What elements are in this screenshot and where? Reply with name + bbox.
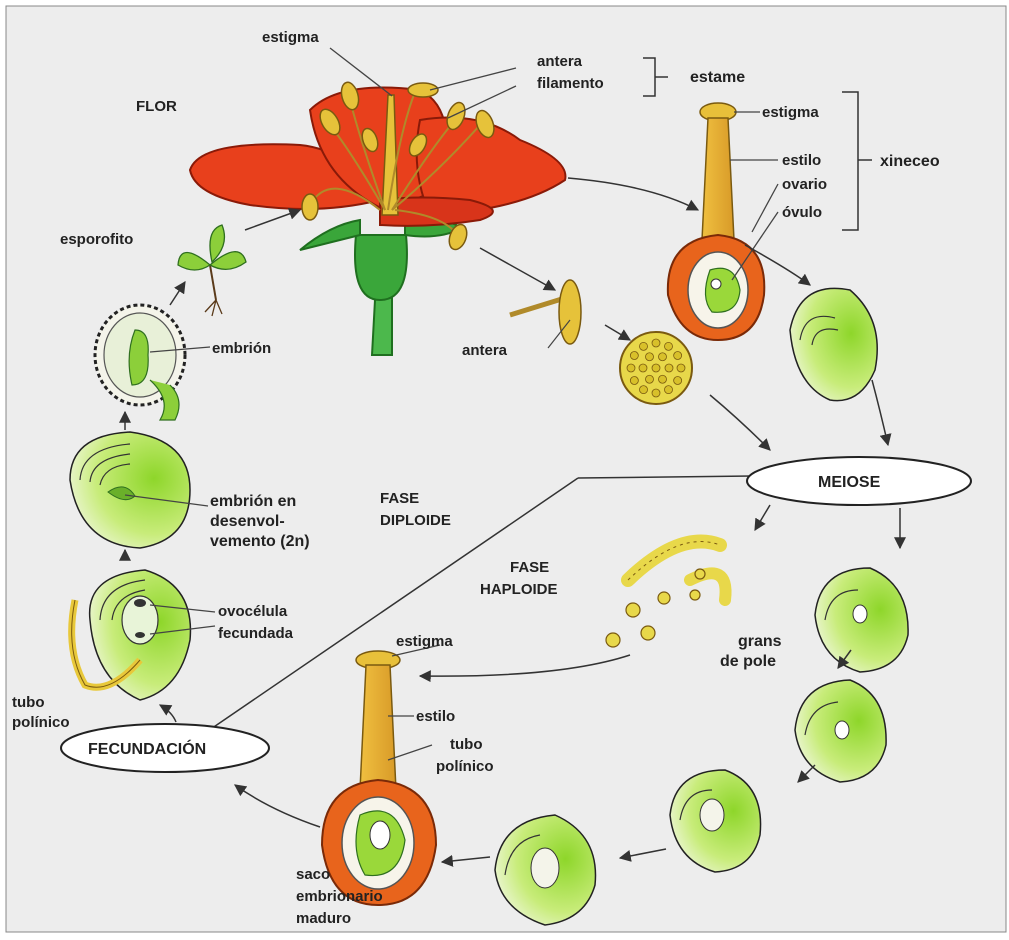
label-estilo-bottom: estilo	[416, 708, 455, 725]
label-fecundacion: FECUNDACIÓN	[88, 739, 206, 758]
label-grans-1: grans	[738, 633, 782, 650]
label-flor: FLOR	[136, 98, 177, 115]
label-estigma-top: estigma	[262, 29, 319, 46]
label-antera-top: antera	[537, 53, 583, 70]
label-estigma-pistil: estigma	[762, 104, 819, 121]
pollen-dot	[640, 386, 648, 394]
label-fase-diploide-2: DIPLOIDE	[380, 512, 451, 529]
pollen-sac-illustration	[620, 332, 692, 404]
pollen-dot	[674, 377, 682, 385]
pollen-dot	[640, 342, 648, 350]
label-saco-1: saco	[296, 866, 330, 883]
pollen-dot	[652, 389, 660, 397]
label-estilo-pistil: estilo	[782, 152, 821, 169]
pollen-dot	[665, 364, 673, 372]
label-antera-mid: antera	[462, 342, 508, 359]
label-tubo-left-1: tubo	[12, 694, 44, 711]
label-embrion-dev-1: embrión en	[210, 493, 296, 510]
label-fase-diploide-1: FASE	[380, 490, 419, 507]
label-esporofito: esporofito	[60, 231, 133, 248]
label-fase-haploide-1: FASE	[510, 559, 549, 576]
label-embrion-dev-2: desenvol-	[210, 513, 285, 530]
label-embrion-dev-3: vemento (2n)	[210, 533, 310, 550]
label-estame: estame	[690, 69, 745, 86]
label-estigma-bottom: estigma	[396, 633, 453, 650]
label-tubo-left-2: polínico	[12, 714, 70, 731]
pollen-dot	[646, 375, 654, 383]
label-ovulo: óvulo	[782, 204, 822, 221]
label-embrion: embrión	[212, 340, 271, 357]
label-saco-2: embrionario	[296, 888, 383, 905]
pollen-dot	[665, 342, 673, 350]
label-ovario: ovario	[782, 176, 827, 193]
pollen-dot	[659, 375, 667, 383]
pollen-dot	[674, 352, 682, 360]
label-ovocelula-2: fecundada	[218, 625, 294, 642]
pollen-dot	[639, 364, 647, 372]
label-tubo-mid-2: polínico	[436, 758, 494, 775]
pollen-dot	[665, 386, 673, 394]
label-fase-haploide-2: HAPLOIDE	[480, 581, 558, 598]
pollen-dot	[630, 377, 638, 385]
pollen-dot	[627, 364, 635, 372]
label-xineceo: xineceo	[880, 153, 940, 170]
label-saco-3: maduro	[296, 910, 351, 927]
pollen-dot	[652, 339, 660, 347]
pollen-dot	[630, 352, 638, 360]
label-ovocelula-1: ovocélula	[218, 603, 288, 620]
pollen-dot	[652, 364, 660, 372]
pollen-dot	[646, 353, 654, 361]
label-tubo-mid-1: tubo	[450, 736, 482, 753]
pollen-dot	[677, 364, 685, 372]
label-filamento: filamento	[537, 75, 604, 92]
label-meiose: MEIOSE	[818, 474, 881, 491]
pollen-dot	[659, 353, 667, 361]
label-grans-2: de pole	[720, 653, 776, 670]
